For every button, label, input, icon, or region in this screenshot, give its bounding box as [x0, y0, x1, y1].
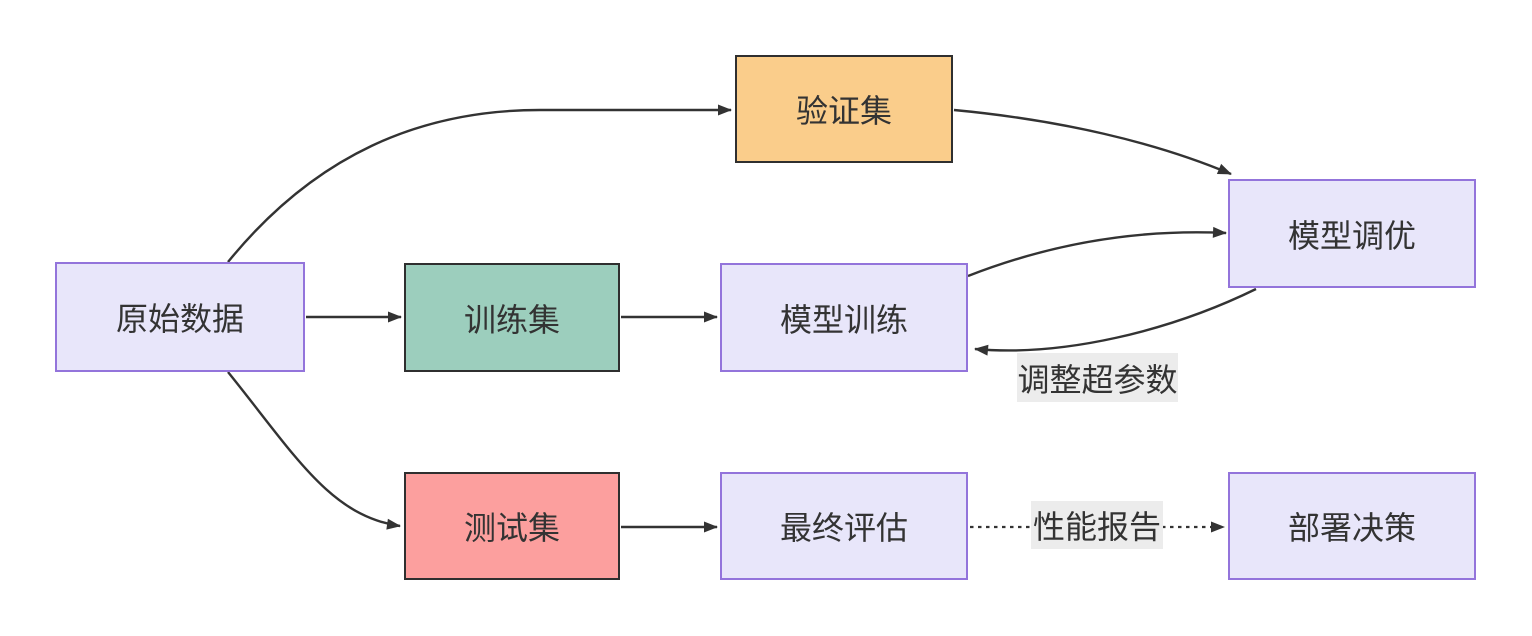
edge-label-performance-report-text: 性能报告: [1032, 509, 1161, 545]
node-model-tuning[interactable]: 模型调优: [1228, 179, 1476, 288]
edge-validation-set-to-model-tuning: [953, 108, 1232, 176]
edge-model-training-to-model-tuning: [967, 226, 1227, 278]
node-validation-set-label: 验证集: [795, 93, 892, 129]
node-raw-data-label: 原始数据: [115, 301, 244, 337]
node-model-training-label: 模型训练: [779, 301, 908, 338]
edge-label-adjust-hyperparameters-text: 调整超参数: [1017, 361, 1178, 398]
node-raw-data[interactable]: 原始数据: [55, 262, 305, 372]
node-model-tuning-label: 模型调优: [1287, 217, 1416, 254]
node-test-set-label: 测试集: [463, 510, 560, 546]
node-final-evaluation[interactable]: 最终评估: [720, 472, 968, 580]
node-training-set[interactable]: 训练集: [404, 263, 620, 372]
node-validation-set[interactable]: 验证集: [735, 55, 953, 163]
edge-raw-data-to-validation-set: [227, 104, 732, 263]
edge-label-performance-report[interactable]: 性能报告: [1031, 501, 1163, 549]
node-test-set[interactable]: 测试集: [404, 472, 620, 580]
edge-raw-data-to-test-set: [227, 371, 401, 530]
node-training-set-label: 训练集: [463, 301, 560, 338]
edge-label-adjust-hyperparameters[interactable]: 调整超参数: [1017, 353, 1178, 402]
node-final-evaluation-label: 最终评估: [779, 510, 908, 546]
node-deployment-decision-label: 部署决策: [1287, 510, 1416, 546]
node-model-training[interactable]: 模型训练: [720, 263, 968, 372]
edge-model-tuning-to-model-training-feedback: [974, 287, 1257, 356]
node-deployment-decision[interactable]: 部署决策: [1228, 472, 1476, 580]
